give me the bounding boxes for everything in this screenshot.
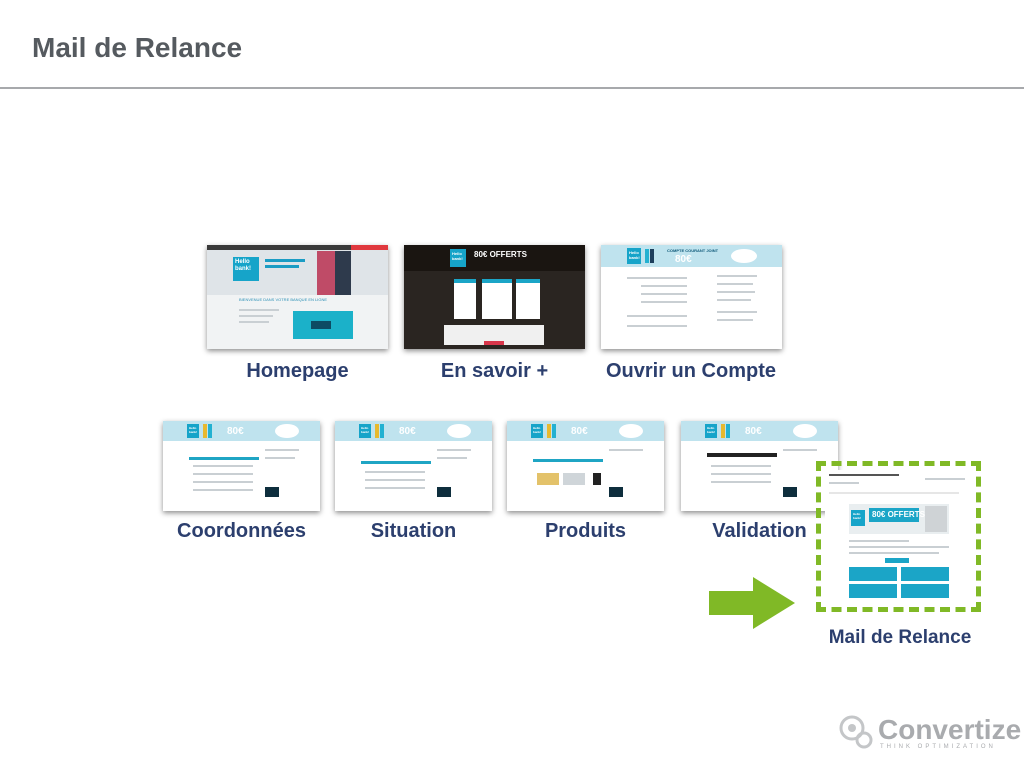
- brain-gear-icon: [838, 714, 874, 750]
- homepage-banner-text: BIENVENUE DANS VOTRE BANQUE EN LIGNE: [239, 297, 327, 302]
- hello-bank-logo: Hello bank!: [531, 424, 543, 438]
- step-label-homepage: Homepage: [207, 360, 388, 383]
- step-label-en-savoir-plus: En savoir +: [404, 360, 585, 383]
- hello-bank-logo: Hello bank!: [450, 249, 466, 267]
- hello-bank-logo: Hello bank!: [233, 257, 259, 281]
- offer-amount: 80€: [745, 426, 762, 437]
- step-label-produits: Produits: [507, 520, 664, 543]
- hello-bank-logo: Hello bank!: [705, 424, 717, 438]
- homepage-thumbnail[interactable]: Hello bank! BIENVENUE DANS VOTRE BANQUE …: [207, 245, 388, 349]
- joint-account-text: COMPTE COURANT JOINT: [667, 248, 718, 253]
- offer-amount: 80€: [675, 254, 692, 265]
- offer-amount: 80€: [227, 426, 244, 437]
- arrow-right-icon: [707, 575, 797, 631]
- brand-tagline: THINK OPTIMIZATION: [880, 744, 996, 750]
- step-label-validation: Validation: [681, 520, 838, 543]
- offer-amount: 80€: [399, 426, 416, 437]
- mail-de-relance-thumbnail[interactable]: Hello bank! 80€ OFFERTS: [825, 470, 972, 603]
- offer-amount: 80€: [571, 426, 588, 437]
- situation-thumbnail[interactable]: Hello bank! 80€: [335, 421, 492, 511]
- step-label-mail-de-relance: Mail de Relance: [810, 627, 990, 649]
- en-savoir-plus-thumbnail[interactable]: Hello bank! 80€ OFFERTS: [404, 245, 585, 349]
- offer-headline: 80€ OFFERTS: [474, 250, 527, 259]
- coordonnees-thumbnail[interactable]: Hello bank! 80€: [163, 421, 320, 511]
- step-label-ouvrir-un-compte: Ouvrir un Compte: [591, 360, 791, 383]
- step-label-situation: Situation: [335, 520, 492, 543]
- convertize-logo: Convertize THINK OPTIMIZATION: [838, 714, 1014, 754]
- step-label-coordonnees: Coordonnées: [163, 520, 320, 543]
- hello-bank-logo: Hello bank!: [187, 424, 199, 438]
- slide-title: Mail de Relance: [32, 32, 242, 64]
- hello-bank-logo: Hello bank!: [359, 424, 371, 438]
- hello-bank-logo: Hello bank!: [627, 248, 641, 264]
- produits-thumbnail[interactable]: Hello bank! 80€: [507, 421, 664, 511]
- title-divider: [0, 87, 1024, 89]
- hello-bank-logo: Hello bank!: [851, 510, 865, 526]
- validation-thumbnail[interactable]: Hello bank! 80€: [681, 421, 838, 511]
- ouvrir-un-compte-thumbnail[interactable]: Hello bank! COMPTE COURANT JOINT 80€: [601, 245, 782, 349]
- mail-offer-text: 80€ OFFERTS: [872, 510, 925, 519]
- brand-name: Convertize: [878, 714, 1021, 746]
